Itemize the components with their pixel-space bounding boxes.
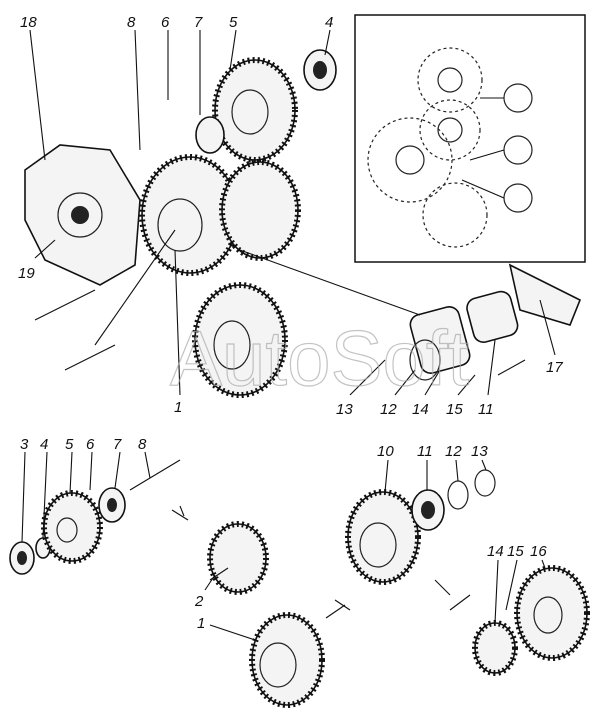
label-1: 1 — [197, 615, 205, 632]
top-labels: 18 8 6 7 5 4 19 1 13 12 14 15 11 17 — [18, 14, 563, 418]
label-13: 13 — [336, 401, 353, 418]
label-4: 4 — [325, 14, 333, 31]
label-10: 10 — [377, 443, 394, 460]
label-1: 1 — [174, 399, 182, 416]
label-8: 8 — [127, 14, 136, 31]
watermark: AutoSoft — [170, 314, 470, 402]
label-6: 6 — [161, 14, 170, 31]
label-17: 17 — [546, 359, 563, 376]
label-5: 5 — [229, 14, 238, 31]
bottom-labels: 3 4 5 6 7 8 2 1 10 11 12 13 14 15 16 — [20, 436, 547, 632]
label-3: 3 — [20, 436, 29, 453]
bottom-left-assembly — [9, 451, 351, 708]
label-8: 8 — [138, 436, 147, 453]
label-19: 19 — [18, 265, 35, 282]
label-15: 15 — [507, 543, 524, 560]
top-assembly — [24, 49, 582, 398]
label-7: 7 — [194, 14, 203, 31]
label-6: 6 — [86, 436, 95, 453]
label-14: 14 — [487, 543, 504, 560]
label-5: 5 — [65, 436, 74, 453]
top-leader-lines — [29, 29, 556, 396]
label-2: 2 — [194, 593, 204, 610]
label-18: 18 — [20, 14, 37, 31]
label-4: 4 — [40, 436, 48, 453]
bottom-right-assembly — [345, 459, 590, 676]
label-16: 16 — [530, 543, 547, 560]
label-14: 14 — [412, 401, 429, 418]
label-15: 15 — [446, 401, 463, 418]
label-11: 11 — [478, 401, 494, 418]
label-13: 13 — [471, 443, 488, 460]
label-12: 12 — [445, 443, 462, 460]
label-12: 12 — [380, 401, 397, 418]
timing-marks-inset — [354, 14, 586, 263]
label-7: 7 — [113, 436, 122, 453]
label-11: 11 — [417, 443, 433, 460]
